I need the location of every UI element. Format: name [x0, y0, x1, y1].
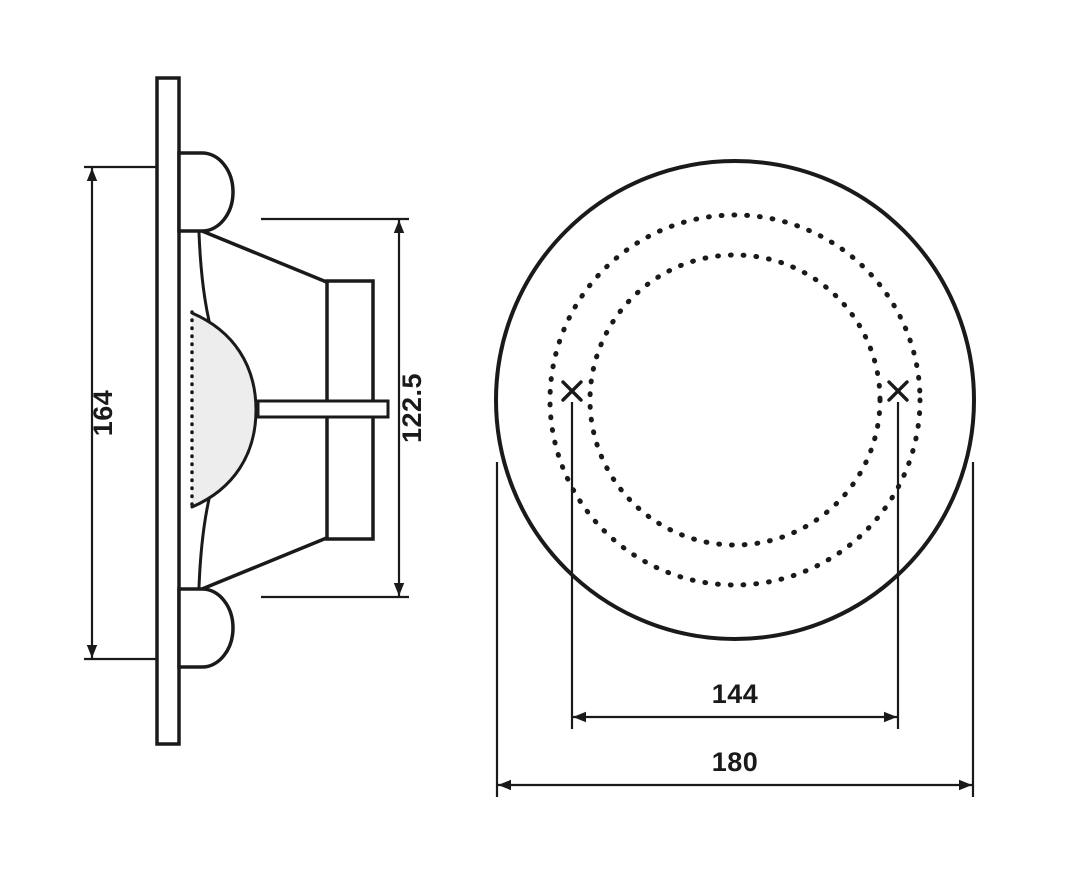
dimension-overall-height: 164: [84, 165, 157, 661]
dust-cap-fill: [192, 313, 256, 507]
front-view: [494, 159, 976, 641]
dimension-label-122: 122.5: [397, 373, 427, 443]
mounting-panel: [155, 76, 181, 746]
dimension-label-144: 144: [712, 679, 759, 709]
side-view: [155, 76, 390, 746]
flange-top: [177, 151, 235, 233]
front-dotted-circle-outer: [547, 212, 923, 588]
dimension-label-164: 164: [88, 390, 118, 437]
dimension-overall-diameter: 180: [495, 462, 975, 797]
mounting-hole-mark-left: [561, 380, 583, 402]
cone-outline-top: [200, 229, 331, 285]
dimension-mounting-spacing: 144: [570, 402, 900, 729]
flange-bottom: [177, 587, 235, 669]
terminal-bar: [256, 399, 390, 419]
cone-outline-bottom: [200, 535, 331, 591]
mounting-hole-mark-right: [887, 380, 909, 402]
front-outer-circle: [494, 159, 976, 641]
dimension-inner-height: 122.5: [261, 217, 427, 599]
dimension-label-180: 180: [712, 747, 759, 777]
front-dotted-circle-inner: [587, 252, 883, 548]
dust-cap-edge: [190, 311, 258, 509]
